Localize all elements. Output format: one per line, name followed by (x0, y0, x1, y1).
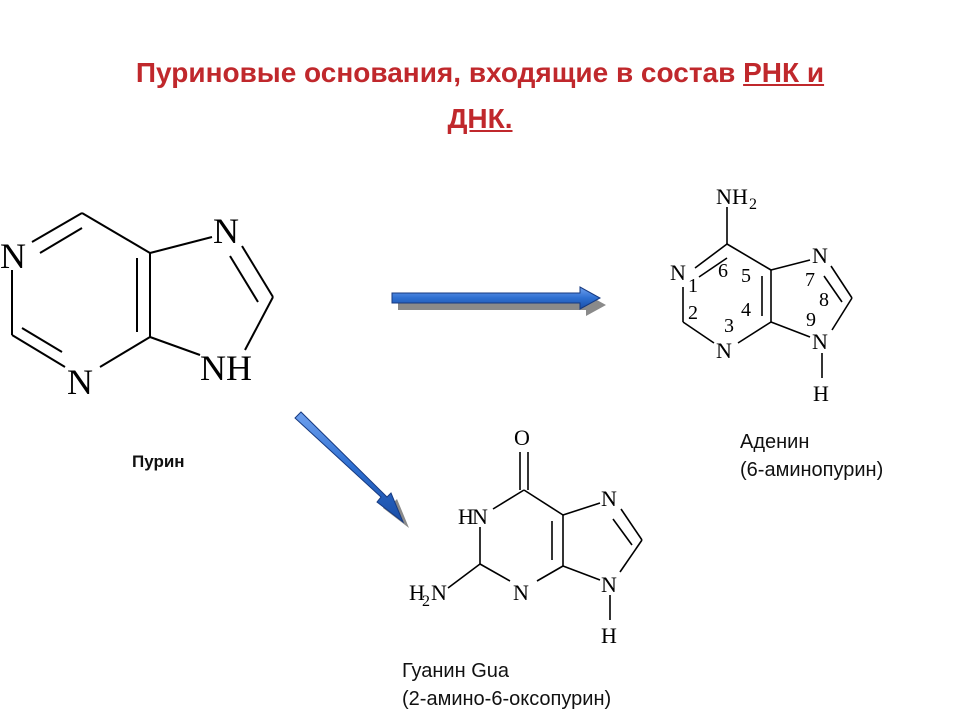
adenine-h: H (813, 381, 829, 406)
adenine-n7: N (812, 243, 828, 268)
guanine-h2n-n: N (431, 580, 447, 605)
guanine-caption: Гуанин Gua (2-амино-6-оксопурин) (402, 657, 611, 713)
guanine-hn-n: N (472, 504, 488, 529)
guanine-hn-h: H (458, 504, 474, 529)
adenine-num-3: 3 (724, 315, 734, 337)
title-line1-underlined: РНК и (743, 57, 825, 88)
adenine-nh2-n: N (716, 184, 732, 209)
arrow-to-guanine (294, 411, 409, 528)
adenine-num-5: 5 (741, 265, 751, 287)
adenine-n3: N (716, 338, 732, 363)
guanine-caption-name: Гуанин Gua (402, 660, 510, 682)
adenine-num-9: 9 (806, 309, 816, 331)
adenine-nh2-sub: 2 (749, 196, 757, 213)
adenine-num-1: 1 (688, 275, 698, 297)
adenine-caption: Аденин (6-аминопурин) (740, 428, 883, 484)
purine-n-top: N (213, 211, 239, 251)
adenine-num-4: 4 (741, 299, 751, 321)
title-line2-underlined: ДНК. (447, 103, 513, 134)
purine-nh: NH (200, 348, 252, 388)
guanine-caption-formula: (2-амино-6-оксопурин) (402, 688, 612, 710)
adenine-caption-name: Аденин (740, 431, 810, 453)
guanine-h2n-h: H (409, 580, 425, 605)
adenine-num-6: 6 (718, 260, 728, 282)
adenine-structure: N H 2 N N N N H 1 2 3 4 5 6 7 8 9 (670, 184, 853, 406)
purine-caption: Пурин (132, 452, 185, 471)
guanine-h2n-sub: 2 (422, 593, 430, 610)
adenine-num-2: 2 (688, 302, 698, 324)
guanine-structure: O H N H 2 N N N N H (409, 425, 643, 648)
guanine-n9: N (601, 572, 617, 597)
adenine-n1: N (670, 260, 686, 285)
purine-structure: N N NH N (0, 211, 274, 402)
guanine-h: H (601, 623, 617, 648)
adenine-caption-formula: (6-аминопурин) (740, 459, 884, 481)
adenine-num-8: 8 (819, 289, 829, 311)
adenine-num-7: 7 (805, 269, 815, 291)
adenine-nh2-h: H (732, 184, 748, 209)
guanine-o: O (514, 425, 530, 450)
title-line1-prefix: Пуриновые основания, входящие в состав (135, 57, 744, 88)
arrow-to-adenine (391, 286, 606, 316)
purine-n-left: N (0, 236, 26, 276)
purine-n-bottom: N (67, 362, 93, 402)
adenine-n9: N (812, 329, 828, 354)
guanine-n3: N (513, 580, 529, 605)
guanine-n7: N (601, 486, 617, 511)
slide-title: Пуриновые основания, входящие в состав Р… (60, 50, 900, 142)
